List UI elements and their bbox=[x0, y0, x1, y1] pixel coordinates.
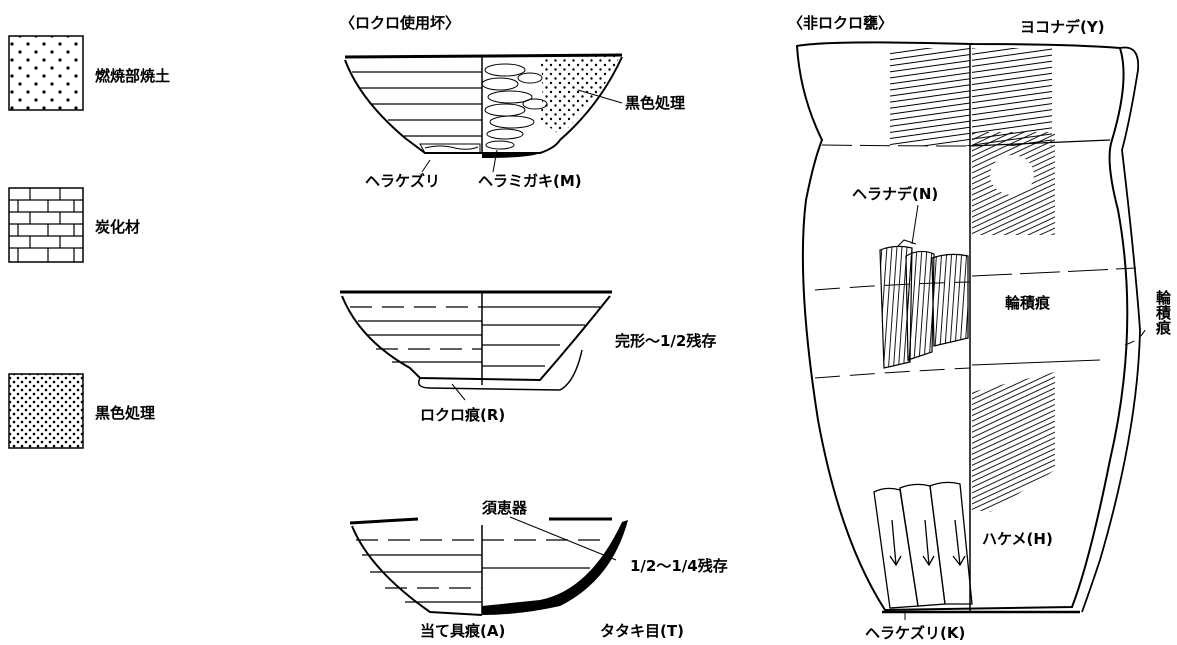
sueki-preservation-label: 1/2～1/4残存 bbox=[630, 557, 728, 575]
sueki-title: 須恵器 bbox=[482, 499, 528, 517]
tool-mark-label: 当て具痕(A) bbox=[420, 622, 506, 640]
rokuro-cup-drawing bbox=[344, 53, 623, 173]
rokuro-mark-label: ロクロ痕(R) bbox=[420, 406, 506, 424]
rokuro-cup-title: 〈ロクロ使用坏〉 bbox=[340, 14, 461, 32]
legend-black-treatment-swatch bbox=[8, 373, 84, 449]
coil-mark-side-label: 輪積痕 bbox=[1154, 290, 1172, 335]
yokonade-label: ヨコナデ(Y) bbox=[1020, 18, 1105, 36]
coil-mark-label: 輪積痕 bbox=[1005, 294, 1051, 312]
legend-black-treatment-label: 黒色処理 bbox=[95, 404, 156, 422]
jar-title: 〈非ロクロ甕〉 bbox=[788, 14, 894, 32]
preservation-label: 完形～1/2残存 bbox=[615, 332, 717, 350]
sueki-bowl-drawing bbox=[349, 516, 628, 616]
legend-burnt-soil-label: 燃焼部焼土 bbox=[95, 67, 171, 85]
heranade-label: ヘラナデ(N) bbox=[850, 183, 941, 204]
rokuro-cup-2-drawing bbox=[340, 290, 612, 401]
heramigaki-label: ヘラミガキ(M) bbox=[478, 172, 582, 190]
jar-herakezuri-label: ヘラケズリ(K) bbox=[865, 624, 966, 642]
hakeme-label: ハケメ(H) bbox=[980, 528, 1055, 549]
herakezuri-label: ヘラケズリ bbox=[365, 172, 441, 190]
legend-burnt-soil-swatch bbox=[8, 35, 84, 111]
tataki-label: タタキ目(T) bbox=[600, 622, 684, 640]
black-treatment-label: 黒色処理 bbox=[625, 94, 686, 112]
legend-charcoal-swatch bbox=[8, 187, 84, 263]
legend-charcoal-label: 炭化材 bbox=[95, 218, 141, 236]
non-rokuro-jar-drawing bbox=[795, 41, 1146, 620]
